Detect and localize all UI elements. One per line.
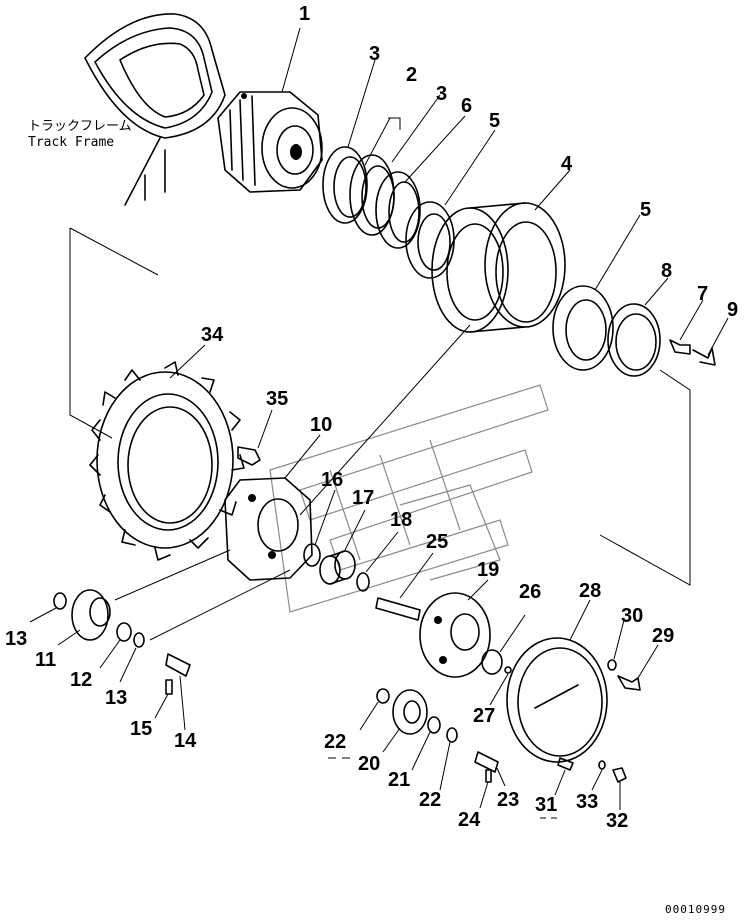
- part-31-plug: [554, 757, 574, 796]
- part-34-sprocket: [89, 344, 245, 561]
- watermark-logo: [269, 384, 549, 613]
- label-part-1: 1: [299, 3, 310, 25]
- part-30-washer: [607, 619, 625, 671]
- label-part-17: 17: [352, 487, 374, 509]
- part-16-bearing: [303, 489, 336, 567]
- label-part-32: 32: [606, 810, 628, 832]
- label-part-3b: 3: [436, 83, 447, 105]
- part-27-pin: [489, 666, 512, 706]
- label-part-5b: 5: [640, 199, 651, 221]
- part-11-gear: [57, 589, 111, 646]
- label-part-2: 2: [406, 64, 417, 86]
- track-frame-callout: トラックフレーム Track Frame: [28, 119, 132, 150]
- part-18-washer: [356, 531, 399, 592]
- label-part-12: 12: [70, 669, 92, 691]
- label-part-28: 28: [579, 580, 601, 602]
- label-part-33: 33: [576, 791, 598, 813]
- part-15-pin: [154, 679, 173, 719]
- label-part-15: 15: [130, 718, 152, 740]
- label-part-20: 20: [358, 753, 380, 775]
- label-part-34: 34: [201, 324, 224, 346]
- part-35-bolt: [237, 409, 273, 466]
- label-part-10: 10: [310, 414, 332, 436]
- part-17-shaft: [319, 509, 366, 585]
- part-23-shaft: [474, 751, 506, 787]
- label-part-9: 9: [727, 299, 738, 321]
- track-frame-illustration: [84, 13, 226, 206]
- part-22-washer-right: [439, 727, 458, 791]
- part-29-bolt: [617, 644, 659, 691]
- callout-english: Track Frame: [28, 135, 114, 150]
- assembly-guide-lines: [69, 227, 691, 641]
- dash-marks: [328, 757, 557, 819]
- part-4-hub: [431, 169, 571, 333]
- label-part-13a: 13: [5, 628, 27, 650]
- label-part-4: 4: [561, 153, 573, 175]
- label-part-31: 31: [535, 794, 557, 816]
- part-14-shaft: [165, 653, 191, 731]
- part-13-washer-left: [29, 592, 67, 623]
- part-22-washer-left: [359, 688, 390, 731]
- label-part-29: 29: [652, 625, 674, 647]
- label-part-5a: 5: [489, 110, 500, 132]
- label-part-35: 35: [266, 388, 288, 410]
- label-part-16: 16: [321, 469, 343, 491]
- label-part-11: 11: [35, 649, 56, 671]
- label-part-6: 6: [461, 95, 472, 117]
- label-part-7: 7: [697, 283, 708, 305]
- part-7-plate: [669, 299, 704, 355]
- part-26-o-ring: [481, 614, 526, 675]
- label-part-3a: 3: [369, 43, 380, 65]
- label-part-24: 24: [458, 809, 481, 831]
- part-10-carrier: [224, 434, 321, 581]
- label-part-22b: 22: [419, 789, 441, 811]
- part-12-bearing: [99, 622, 132, 669]
- label-part-27: 27: [473, 705, 495, 727]
- part-13-washer-right: [119, 632, 145, 683]
- part-1-travel-motor: [217, 27, 323, 193]
- label-part-23: 23: [497, 789, 519, 811]
- label-part-13b: 13: [105, 687, 127, 709]
- part-2-3-6-seals: [322, 59, 466, 249]
- label-part-30: 30: [621, 605, 643, 627]
- label-part-19: 19: [477, 559, 499, 581]
- part-number-labels: 1 2 3 3 4 5 5 6 7 8 9 10 11 12 13 13 14 …: [5, 3, 738, 832]
- part-8-ring: [607, 277, 669, 377]
- label-part-26: 26: [519, 581, 541, 603]
- part-24-pin: [479, 769, 492, 809]
- label-part-22a: 22: [324, 731, 346, 753]
- label-part-21: 21: [388, 769, 410, 791]
- drawing-code: 00010999: [665, 903, 726, 916]
- label-part-14: 14: [174, 730, 197, 752]
- label-part-8: 8: [661, 260, 672, 282]
- part-33-o-ring: [591, 760, 606, 791]
- part-28-cover: [506, 599, 608, 763]
- part-5-bearing-right: [552, 214, 641, 371]
- part-21-bearing: [411, 716, 441, 771]
- part-9-bolt: [692, 317, 729, 366]
- label-part-18: 18: [390, 509, 412, 531]
- label-part-25: 25: [426, 531, 448, 553]
- callout-japanese: トラックフレーム: [28, 119, 132, 134]
- part-32-bolt: [612, 767, 627, 810]
- part-19-carrier: [419, 579, 491, 678]
- part-20-planet-gear: [382, 689, 428, 753]
- part-25-shaft: [375, 552, 434, 621]
